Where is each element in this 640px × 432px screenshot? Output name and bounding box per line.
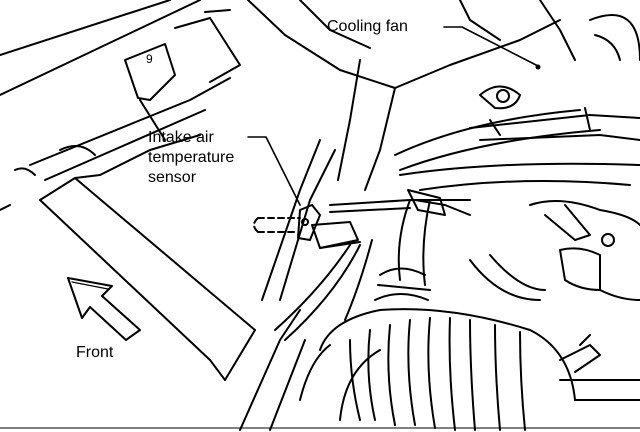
front-label: Front bbox=[76, 344, 114, 361]
sensor-body bbox=[297, 204, 361, 249]
front-arrow bbox=[67, 277, 141, 341]
housing-mark: 9 bbox=[146, 52, 153, 66]
cooling-fan-label: Cooling fan bbox=[327, 18, 408, 35]
wiring-harness bbox=[274, 199, 471, 341]
callout-leaders bbox=[247, 26, 539, 206]
sensor-label-line3: sensor bbox=[148, 169, 197, 186]
intake-duct bbox=[299, 308, 576, 431]
sensor-connector-dashed bbox=[253, 217, 301, 233]
radiator-panel bbox=[0, 134, 256, 381]
sensor-label-line2: temperature bbox=[148, 149, 235, 166]
sensor-label-line1: Intake air bbox=[148, 129, 214, 146]
fan-shroud bbox=[247, 0, 640, 191]
hood-panel bbox=[0, 0, 241, 181]
upper-hose bbox=[394, 107, 640, 191]
radiator-hose bbox=[374, 189, 471, 301]
intake-air-temperature-sensor-label: Intake air temperature sensor bbox=[148, 128, 234, 188]
radiator-core-edge bbox=[239, 139, 336, 431]
right-hose-assembly bbox=[469, 200, 640, 401]
fan-callout-dot bbox=[535, 64, 541, 70]
